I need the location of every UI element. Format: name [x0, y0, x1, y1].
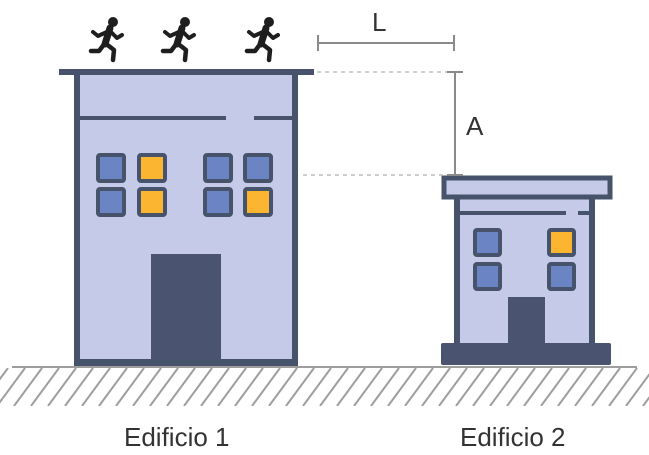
window [547, 228, 576, 257]
window [473, 262, 502, 291]
building-2-base [441, 343, 611, 365]
running-person-icon [247, 18, 278, 61]
building-1-windows [96, 153, 273, 217]
gap-width-label: L [372, 7, 386, 37]
building-1-caption: Edificio 1 [124, 422, 230, 452]
window [243, 153, 273, 183]
building-1-roof [59, 69, 314, 75]
ground [0, 366, 649, 406]
window [547, 262, 576, 291]
window [137, 187, 167, 217]
building-2-roof [441, 175, 613, 200]
window [137, 153, 167, 183]
building-1-door [151, 254, 221, 362]
running-person-icon [91, 18, 122, 61]
window [243, 187, 273, 217]
dimension-lines [303, 35, 463, 176]
building-2-caption: Edificio 2 [460, 422, 566, 452]
running-person-icon [163, 18, 194, 61]
building-2-door [508, 297, 545, 345]
window [203, 153, 233, 183]
building-2 [441, 175, 613, 365]
window [473, 228, 502, 257]
building-2-windows [473, 228, 576, 291]
window [203, 187, 233, 217]
building-1 [59, 69, 314, 366]
window [96, 153, 126, 183]
window [96, 187, 126, 217]
height-difference-label: A [466, 111, 484, 141]
runners [91, 18, 278, 61]
